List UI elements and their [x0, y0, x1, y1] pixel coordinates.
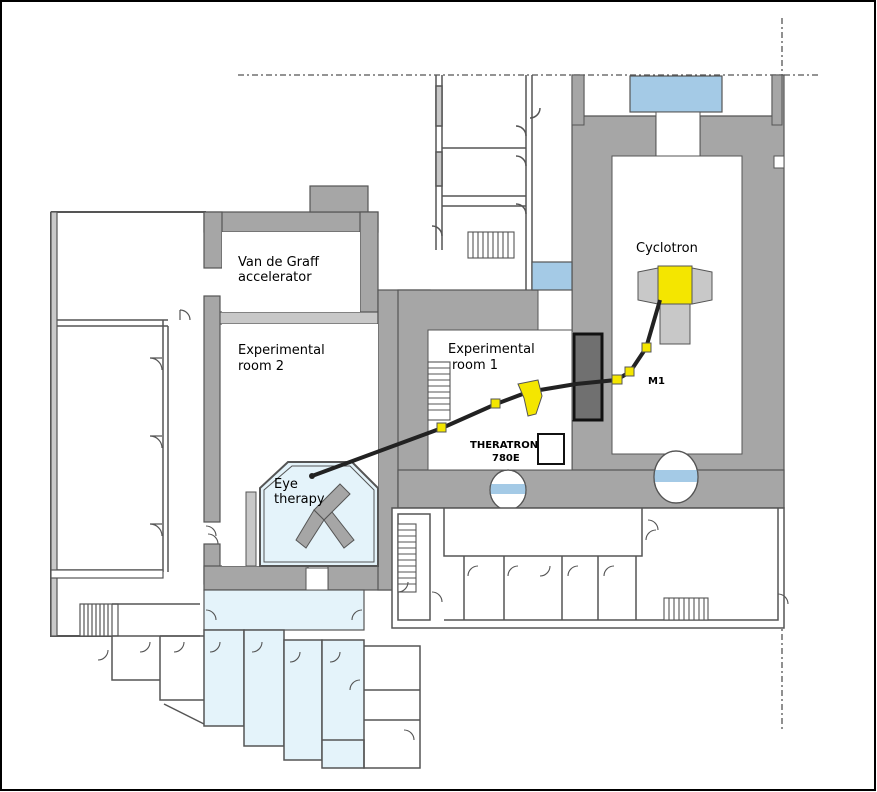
label-van-de-graff-2: accelerator	[238, 270, 312, 285]
stairs-lower-left	[79, 603, 119, 637]
label-theratron-1: THERATRON	[470, 440, 538, 451]
doors-south-east	[397, 519, 789, 605]
stairs-south-east	[397, 523, 417, 593]
stairs-north	[467, 231, 515, 259]
beam-line	[309, 299, 662, 479]
stairs-east	[663, 597, 709, 621]
label-experimental-room-2-2: room 2	[238, 359, 284, 374]
theratron-unit	[537, 433, 565, 465]
treatment-corridor	[97, 567, 421, 769]
m1-magnet	[611, 374, 623, 385]
label-m1: M1	[648, 376, 665, 387]
dipole-magnet	[517, 379, 543, 417]
label-theratron-2: 780E	[492, 453, 520, 464]
quadrupole-magnet	[641, 342, 652, 353]
quadrupole-magnet	[490, 398, 501, 409]
label-experimental-room-1-1: Experimental	[448, 342, 535, 357]
doors-west-block	[205, 525, 219, 545]
label-experimental-room-2-1: Experimental	[238, 343, 325, 358]
label-van-de-graff-1: Van de Graff	[238, 255, 320, 270]
round-ports	[489, 450, 699, 511]
quadrupole-magnet	[624, 366, 635, 377]
label-eye-therapy-2: therapy	[274, 492, 325, 507]
stairs-room-1	[427, 361, 451, 421]
label-cyclotron: Cyclotron	[636, 241, 698, 256]
label-experimental-room-1-2: room 1	[452, 358, 498, 373]
quadrupole-magnet	[436, 422, 447, 433]
left-wing	[50, 211, 206, 637]
cyclotron-machine	[637, 265, 713, 345]
south-east-offices	[391, 507, 785, 629]
north-offices	[431, 75, 541, 290]
eye-therapy-room	[259, 461, 379, 567]
label-eye-therapy-1: Eye	[274, 477, 298, 492]
shield-door	[572, 332, 604, 422]
